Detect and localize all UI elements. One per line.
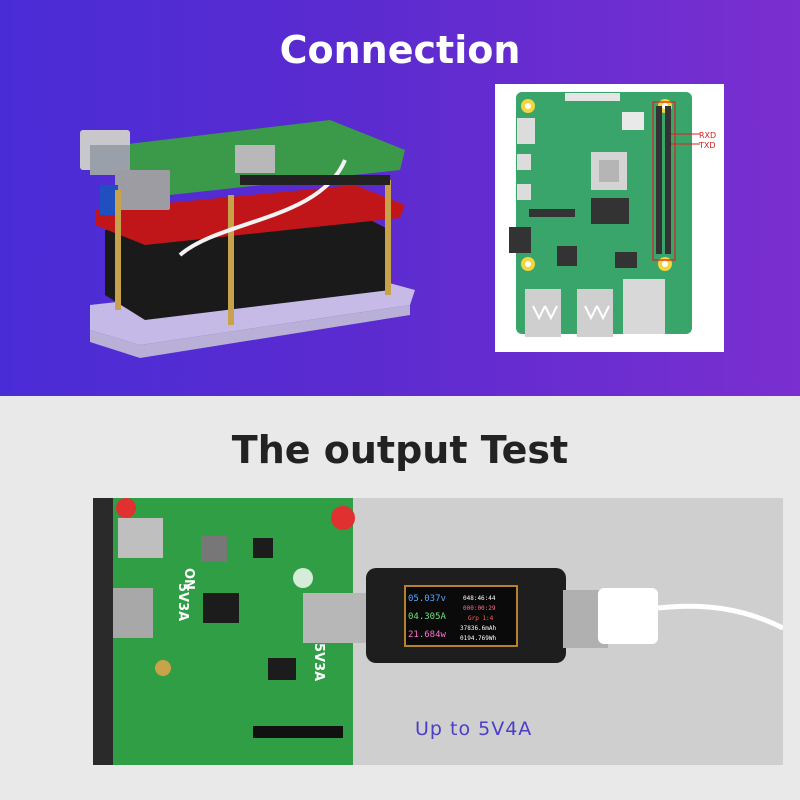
rxd-label: RXD — [699, 131, 716, 140]
meter-mah: 37836.6mAh — [460, 625, 497, 632]
connection-title: Connection — [279, 28, 521, 72]
meter-power: 21.684w — [408, 630, 447, 640]
board-on-label: ON — [181, 568, 196, 590]
txd-label: TXD — [698, 141, 716, 150]
output-caption: Up to 5V4A — [415, 718, 533, 740]
meter-timer2: 000:00:29 — [463, 605, 496, 612]
meter-time: 048:46:44 — [463, 595, 496, 602]
product-photo — [80, 120, 415, 358]
meter-current: 04.305A — [408, 612, 447, 622]
meter-group: Grp 1:4 — [468, 615, 494, 622]
pi-pinout-diagram: RXD TXD — [495, 84, 724, 352]
meter-voltage: 05.037v — [408, 594, 446, 604]
board-5v3a-label-1: 5V3A — [175, 583, 190, 621]
board-5v3a-label-2: 5V3A — [311, 643, 326, 681]
output-test-title: The output Test — [231, 428, 569, 472]
output-test-photo: ON 5V3A 5V3A 05.037v 04.305A 21.684w 048… — [93, 498, 783, 765]
meter-wh: 0194.769Wh — [460, 635, 497, 642]
